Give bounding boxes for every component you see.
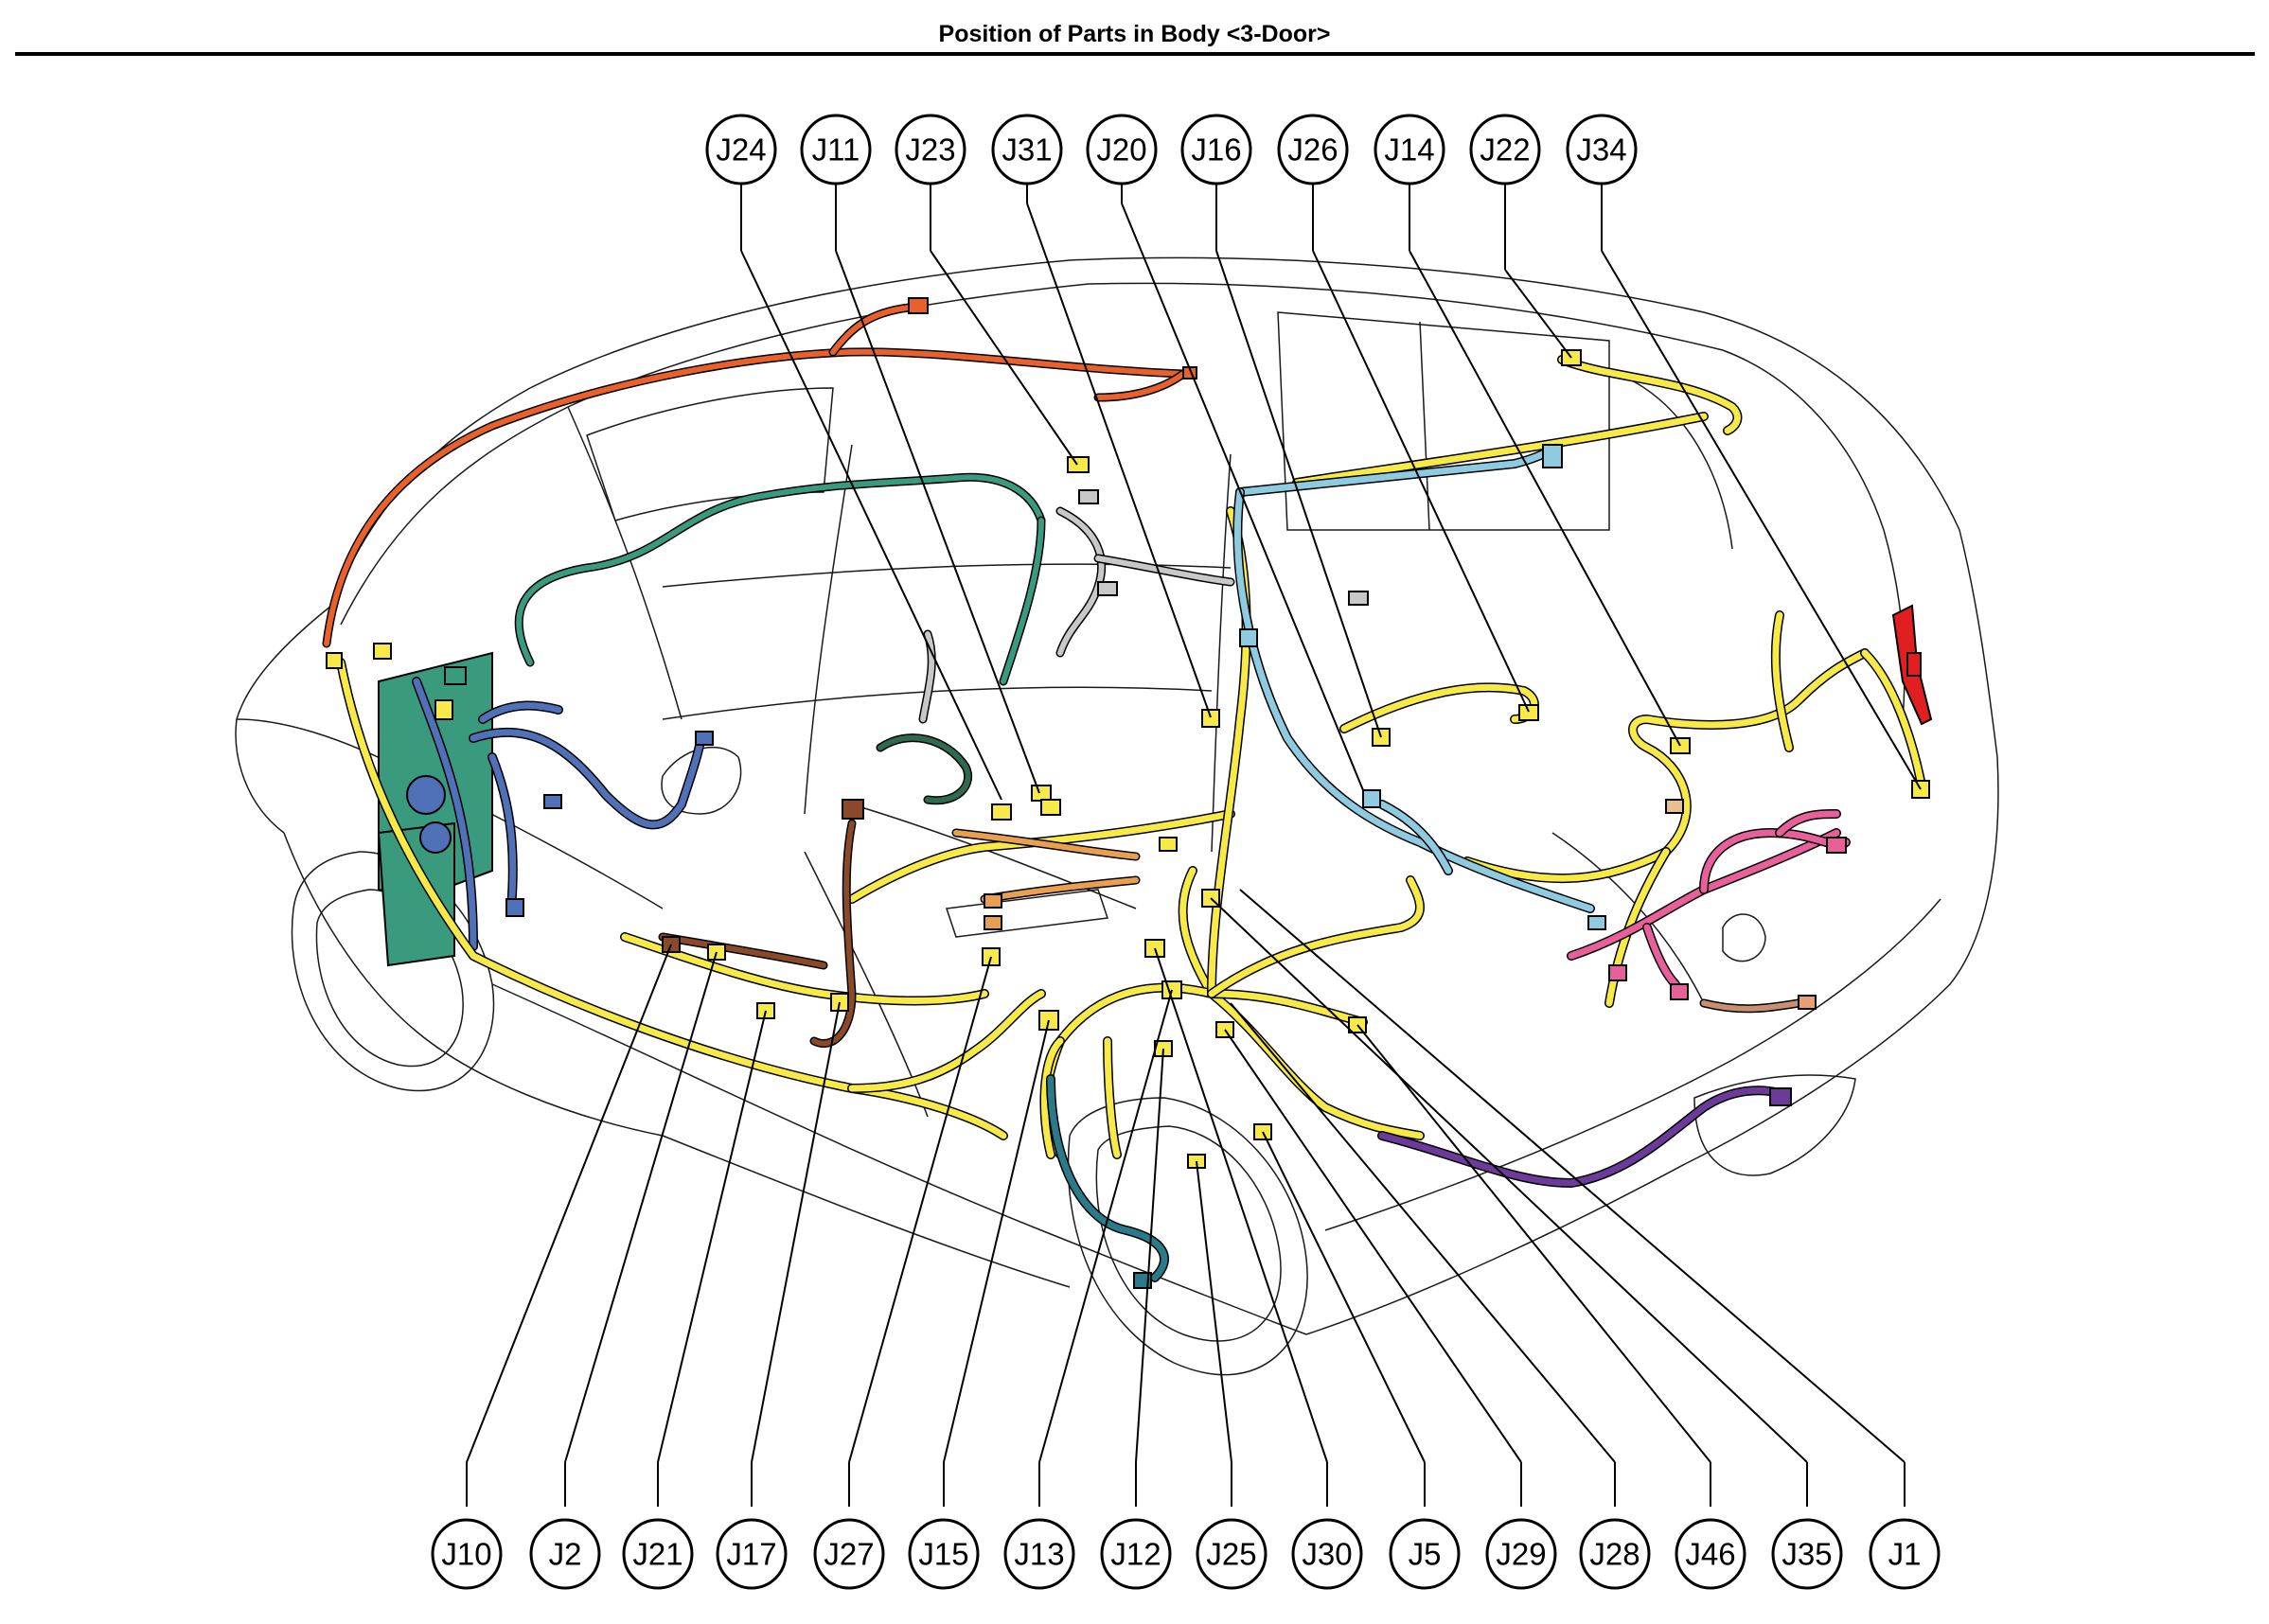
callout-j11[interactable]: J11: [800, 114, 872, 185]
callout-j28[interactable]: J28: [1579, 1518, 1651, 1590]
callout-j16[interactable]: J16: [1180, 114, 1252, 185]
svg-text:J16: J16: [1191, 132, 1241, 168]
callout-j1[interactable]: J1: [1869, 1518, 1941, 1590]
svg-text:J17: J17: [726, 1537, 776, 1572]
svg-text:J26: J26: [1287, 132, 1338, 168]
svg-text:J25: J25: [1206, 1537, 1256, 1572]
svg-text:J13: J13: [1014, 1537, 1064, 1572]
svg-text:J30: J30: [1302, 1537, 1352, 1572]
svg-text:J21: J21: [632, 1537, 682, 1572]
leader-lines-top: [740, 176, 1922, 801]
wire-harnesses: [322, 303, 1933, 1282]
callout-j2[interactable]: J2: [529, 1518, 601, 1590]
svg-text:J29: J29: [1496, 1537, 1546, 1572]
svg-text:J12: J12: [1110, 1537, 1161, 1572]
car-body-outline: [235, 256, 1999, 1376]
callout-j23[interactable]: J23: [895, 114, 966, 185]
svg-text:J14: J14: [1384, 132, 1434, 168]
callout-j21[interactable]: J21: [622, 1518, 694, 1590]
callout-j20[interactable]: J20: [1086, 114, 1158, 185]
callout-j13[interactable]: J13: [1003, 1518, 1075, 1590]
callout-j5[interactable]: J5: [1389, 1518, 1461, 1590]
callout-j22[interactable]: J22: [1469, 114, 1541, 185]
callout-j25[interactable]: J25: [1196, 1518, 1267, 1590]
callout-j12[interactable]: J12: [1100, 1518, 1172, 1590]
svg-text:J24: J24: [716, 132, 766, 168]
callout-j10[interactable]: J10: [431, 1518, 503, 1590]
callout-j26[interactable]: J26: [1277, 114, 1349, 185]
callout-j30[interactable]: J30: [1291, 1518, 1363, 1590]
callouts-top: J24 J11 J23 J31 J20 J16 J26 J14 J22 J34: [705, 114, 1638, 185]
callout-j46[interactable]: J46: [1675, 1518, 1746, 1590]
svg-text:J46: J46: [1685, 1537, 1735, 1572]
svg-text:J28: J28: [1589, 1537, 1640, 1572]
svg-text:J2: J2: [549, 1537, 582, 1572]
callout-j29[interactable]: J29: [1485, 1518, 1557, 1590]
svg-text:J20: J20: [1096, 132, 1146, 168]
svg-text:J27: J27: [824, 1537, 874, 1572]
svg-text:J35: J35: [1782, 1537, 1832, 1572]
page-title: Position of Parts in Body <3-Door>: [938, 21, 1331, 47]
svg-text:J34: J34: [1576, 132, 1626, 168]
svg-text:J5: J5: [1409, 1537, 1442, 1572]
svg-text:J11: J11: [812, 132, 860, 168]
svg-text:J15: J15: [918, 1537, 968, 1572]
leader-lines-bottom: [466, 889, 1906, 1507]
svg-text:J1: J1: [1888, 1537, 1922, 1572]
callout-j14[interactable]: J14: [1374, 114, 1445, 185]
callout-j31[interactable]: J31: [991, 114, 1063, 185]
svg-text:J22: J22: [1480, 132, 1530, 168]
callout-j35[interactable]: J35: [1771, 1518, 1843, 1590]
callout-j27[interactable]: J27: [813, 1518, 885, 1590]
callout-j24[interactable]: J24: [705, 114, 777, 185]
svg-text:J31: J31: [1002, 132, 1052, 168]
connectors: [326, 297, 1930, 1289]
callout-j17[interactable]: J17: [716, 1518, 788, 1590]
svg-text:J10: J10: [441, 1537, 491, 1572]
callout-j34[interactable]: J34: [1566, 114, 1638, 185]
svg-text:J23: J23: [905, 132, 955, 168]
callout-j15[interactable]: J15: [908, 1518, 980, 1590]
callouts-bottom: J10 J2 J21 J17 J27 J15 J13 J12 J25 J30 J…: [431, 1518, 1941, 1590]
title-rule: [15, 52, 2255, 56]
